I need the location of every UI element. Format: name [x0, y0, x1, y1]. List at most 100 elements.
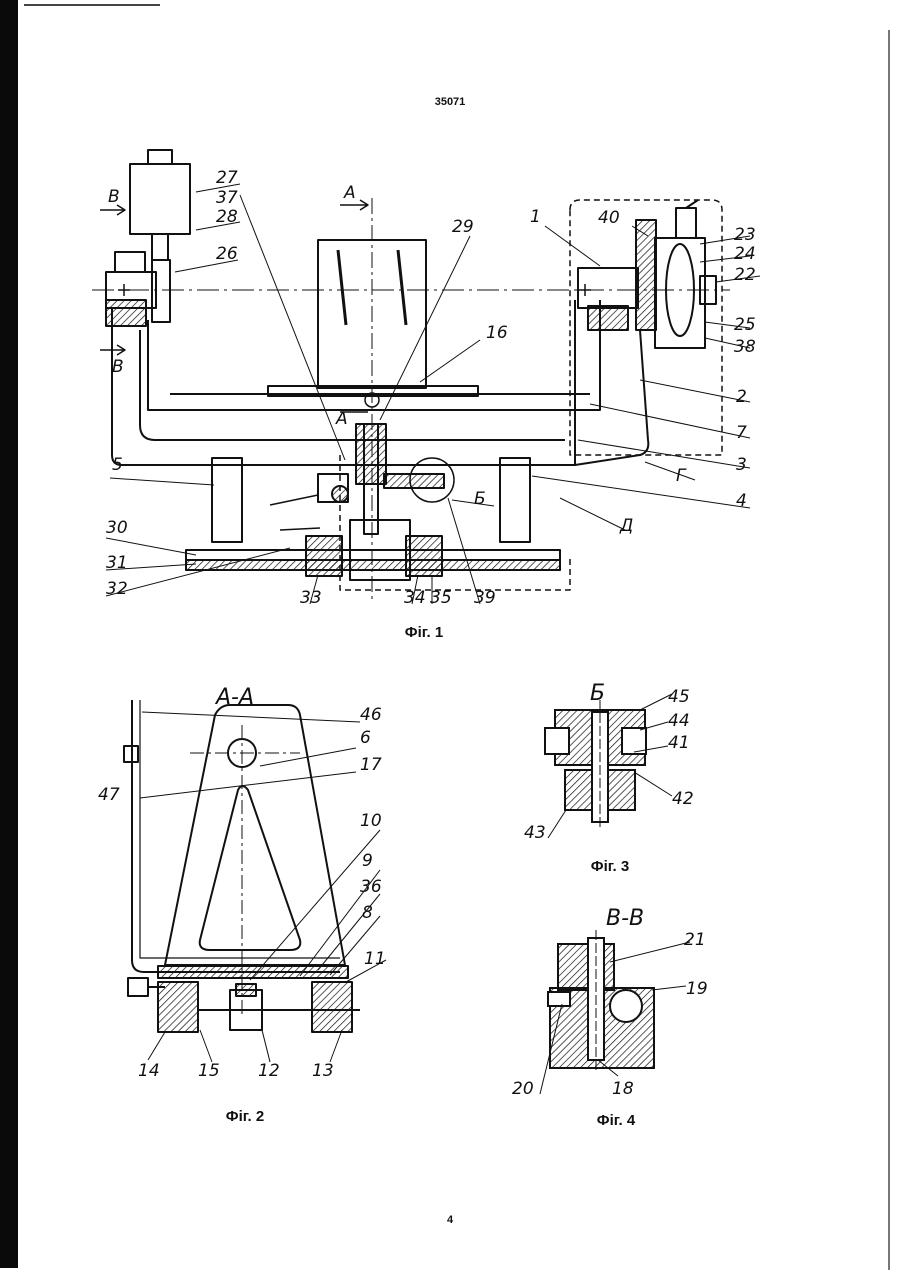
label-22: 22	[734, 265, 756, 285]
fig4-bore	[610, 990, 642, 1022]
label-29: 29	[452, 217, 474, 237]
fig2-knob	[128, 978, 148, 996]
fig4-caption: Фіг. 4	[546, 1112, 686, 1129]
label-43: 43	[524, 823, 546, 843]
figure-1-drawing	[92, 150, 760, 604]
label-a-bottom: А	[335, 409, 348, 429]
figure-4-drawing	[540, 930, 690, 1094]
fig1-caption: Фіг. 1	[354, 624, 494, 641]
label-21: 21	[684, 930, 706, 950]
label-28: 28	[216, 207, 238, 227]
right-leg	[500, 458, 530, 542]
label-11: 11	[364, 949, 386, 969]
spindle-arm	[384, 474, 444, 488]
label-36: 36	[360, 877, 382, 897]
label-d: Д	[619, 516, 633, 536]
label-18: 18	[612, 1079, 634, 1099]
label-26: 26	[216, 244, 238, 264]
label-27: 27	[216, 168, 238, 188]
label-19: 19	[686, 979, 708, 999]
fig3-caption: Фіг. 3	[540, 858, 680, 875]
label-9: 9	[362, 851, 373, 871]
label-g: Г	[676, 466, 687, 486]
label-4: 4	[736, 491, 747, 511]
triangle-frame-window	[200, 786, 301, 950]
label-24: 24	[734, 244, 756, 264]
label-38: 38	[734, 337, 756, 357]
label-5: 5	[112, 455, 123, 475]
label-v-bottom: В	[112, 357, 124, 377]
label-10: 10	[360, 811, 382, 831]
motor-body	[130, 164, 190, 234]
bearing-left	[306, 536, 342, 576]
fig2-block-left	[158, 982, 198, 1032]
label-44: 44	[668, 711, 690, 731]
label-31: 31	[106, 553, 128, 573]
triangle-frame-outer	[165, 705, 345, 965]
label-23: 23	[734, 225, 756, 245]
gear-plate	[636, 220, 656, 330]
page-number: 4	[0, 1214, 900, 1226]
right-bearing-hatch	[588, 306, 628, 330]
label-40: 40	[598, 208, 620, 228]
label-1: 1	[530, 207, 541, 227]
fig3-side-slot	[545, 728, 569, 754]
label-46: 46	[360, 705, 382, 725]
fig4-set-screw	[548, 992, 570, 1006]
gear-casing	[655, 238, 705, 348]
label-32: 32	[106, 579, 128, 599]
motor-cap	[148, 150, 172, 164]
bearing-right	[406, 536, 442, 576]
block-slot-right	[398, 250, 406, 325]
label-45: 45	[668, 687, 690, 707]
label-14: 14	[138, 1061, 160, 1081]
cross-mark-right	[579, 284, 591, 296]
label-2: 2	[736, 387, 747, 407]
label-a-top: А	[343, 183, 356, 203]
label-35: 35	[430, 588, 452, 608]
label-39: 39	[474, 588, 496, 608]
label-42: 42	[672, 789, 694, 809]
label-37: 37	[216, 188, 238, 208]
label-13: 13	[312, 1061, 334, 1081]
fig3-title: Б	[590, 681, 605, 706]
right-bearing	[578, 268, 638, 308]
handle-lever	[686, 200, 698, 208]
block-slot-left	[338, 250, 346, 325]
fig2-caption: Фіг. 2	[175, 1108, 315, 1125]
label-20: 20	[512, 1079, 534, 1099]
label-17: 17	[360, 755, 382, 775]
figure-2-drawing	[124, 700, 386, 1062]
gear-handle	[676, 208, 696, 238]
label-33: 33	[300, 588, 322, 608]
cross-mark-left	[118, 284, 130, 296]
screw-left-2	[280, 528, 320, 530]
label-34: 34	[404, 588, 426, 608]
base-hatch	[186, 560, 560, 570]
left-bearing-cap	[115, 252, 145, 272]
label-6: 6	[360, 728, 371, 748]
label-15: 15	[198, 1061, 220, 1081]
figure-3-drawing	[545, 694, 672, 838]
label-41: 41	[668, 733, 690, 753]
label-8: 8	[362, 903, 373, 923]
left-leg	[212, 458, 242, 542]
label-v-top: В	[108, 187, 120, 207]
label-3: 3	[736, 455, 747, 475]
fig2-block-right	[312, 982, 352, 1032]
motor-shaft	[152, 234, 168, 260]
spindle-upper	[356, 424, 386, 484]
fig2-title: А-А	[214, 685, 254, 710]
label-25: 25	[734, 315, 756, 335]
label-47: 47	[98, 785, 120, 805]
fig4-title: В-В	[606, 906, 644, 931]
fig4-upper-block	[558, 944, 614, 990]
left-post	[152, 260, 170, 322]
label-30: 30	[106, 518, 128, 538]
label-b: Б	[474, 489, 486, 509]
fig2-nut-hatch	[236, 984, 256, 996]
label-16: 16	[486, 323, 508, 343]
label-12: 12	[258, 1061, 280, 1081]
label-7: 7	[736, 423, 747, 443]
screw-left	[270, 495, 318, 505]
